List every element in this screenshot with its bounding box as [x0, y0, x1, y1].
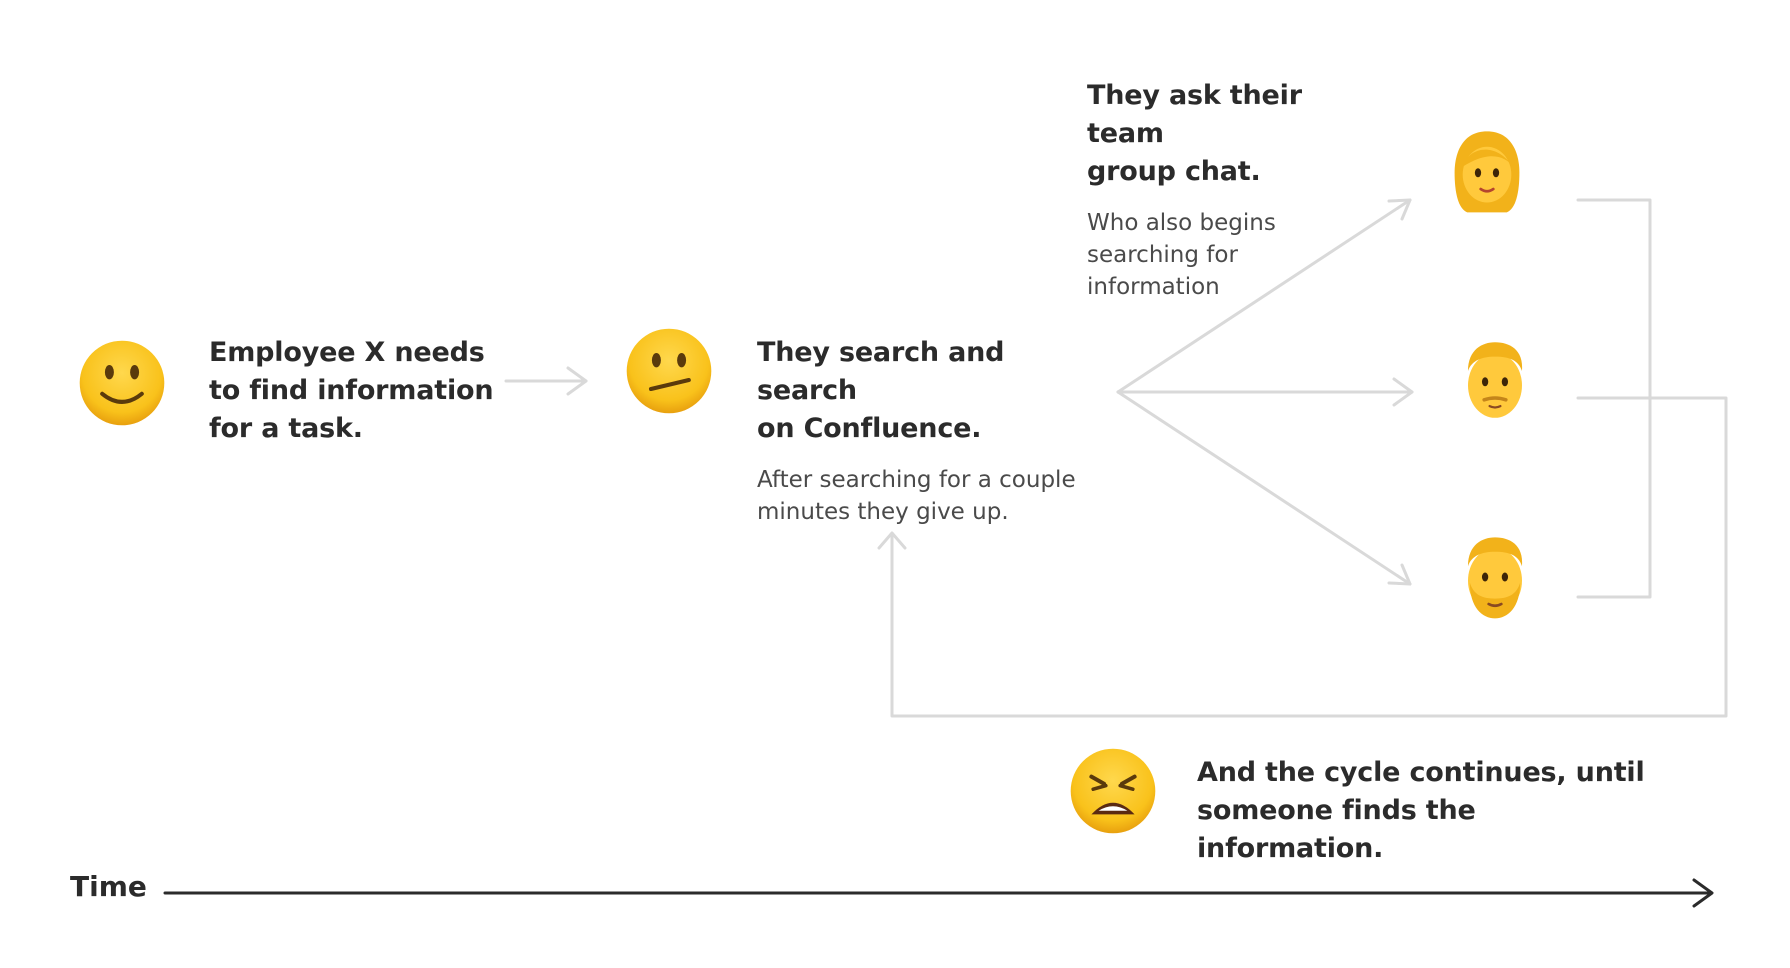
cycle-step: And the cycle continues, until someone f…	[1197, 754, 1667, 868]
employee-step: Employee X needs to find information for…	[209, 334, 509, 448]
loop-back-arrowhead	[877, 531, 907, 550]
loop-back-line	[890, 396, 1728, 718]
cycle-step-title: And the cycle continues, until someone f…	[1197, 757, 1645, 864]
arrow-search-to-woman	[1116, 198, 1412, 394]
ask-step-subtitle: Who also begins searching for informatio…	[1087, 210, 1276, 300]
time-axis-label: Time	[70, 870, 147, 903]
time-axis	[163, 878, 1714, 908]
confused-face-icon	[626, 328, 712, 414]
ask-step: They ask their team group chat. Who also…	[1087, 77, 1387, 303]
search-step: They search and search on Confluence. Af…	[757, 334, 1097, 528]
ask-step-title: They ask their team group chat.	[1087, 80, 1302, 187]
arrow-search-to-bearded-man	[1116, 390, 1412, 586]
search-step-title: They search and search on Confluence.	[757, 337, 1005, 444]
arrow-search-to-man	[1116, 377, 1414, 407]
slightly-smiling-face-icon	[79, 340, 165, 426]
man-icon	[1468, 342, 1523, 418]
arrow-employee-to-search	[504, 366, 588, 396]
employee-step-title: Employee X needs to find information for…	[209, 337, 494, 444]
weary-face-icon	[1070, 748, 1156, 834]
bearded-man-icon	[1468, 537, 1523, 619]
woman-icon	[1454, 131, 1520, 213]
search-step-subtitle: After searching for a couple minutes the…	[757, 467, 1076, 525]
